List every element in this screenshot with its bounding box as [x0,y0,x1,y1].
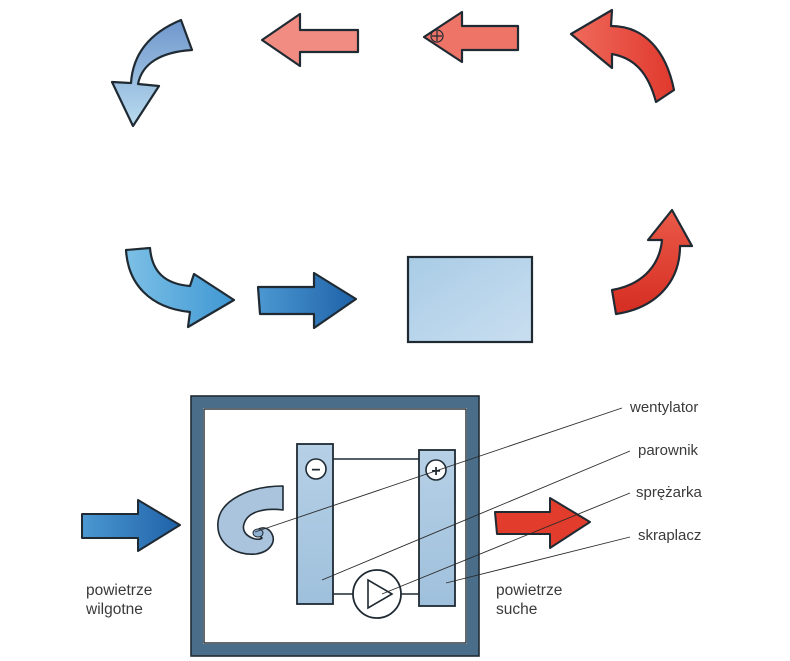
curved-arrow-middle-right [610,208,694,316]
leader-fan [254,407,623,533]
curved-arrow-top-left [110,18,194,128]
callout-condenser: skraplacz [638,527,702,544]
callout-evaporator: parownik [638,442,699,459]
outlet-label-line2: suche [496,601,538,618]
arrow-top-left-red [260,12,360,68]
curved-arrow-top-right [569,8,676,104]
outlet-arrow [494,497,591,549]
curved-arrow-middle-left [124,246,236,329]
condenser-sign: + [431,463,440,480]
inlet-arrow [81,499,181,552]
evaporator-minus-badge [305,458,327,480]
leader-evaporator [321,450,631,581]
evaporator-sign: − [311,462,320,479]
device-casing-inner-line [203,408,467,644]
leader-compressor [381,492,631,595]
compressor [352,569,402,619]
callout-fan: wentylator [630,399,699,416]
condenser-plus-badge [425,459,447,481]
inlet-label-line1: powietrze [86,582,153,599]
arrow-plus-mark-cross [432,31,442,41]
device-casing-outer-line [190,395,480,657]
compressor-triangle [367,578,394,610]
inlet-label-line2: wilgotne [86,601,143,618]
arrow-plus-mark [430,29,444,43]
leader-condenser [445,536,631,584]
device-casing [191,396,479,656]
callout-compressor: sprężarka [636,484,702,501]
device-box [406,255,534,344]
outlet-label-line1: powietrze [496,582,563,599]
fan-hub [252,528,264,538]
fan [217,485,284,555]
arrow-middle-blue [256,271,358,330]
arrow-top-middle-red [422,10,520,64]
